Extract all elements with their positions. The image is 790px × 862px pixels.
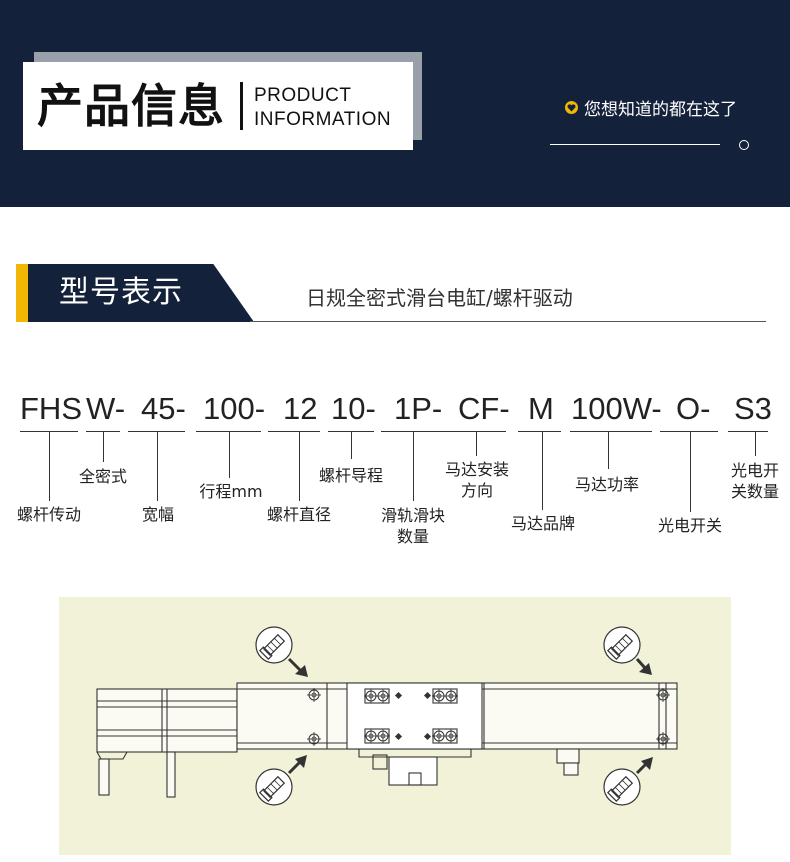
leader-line (351, 431, 352, 459)
section-rule (250, 321, 766, 322)
code-underline (570, 431, 652, 432)
code-segment: 1P- (394, 391, 443, 426)
code-underline (660, 431, 718, 432)
label-slider-count: 滑轨滑块 数量 (381, 505, 445, 547)
motor-body (96, 688, 238, 798)
section-title-tab (28, 264, 254, 322)
label-motor-direction-line2: 方向 (460, 481, 494, 500)
code-segment: 100- (203, 391, 266, 426)
label-screw-diameter: 螺杆直径 (266, 505, 332, 524)
code-segment: M (528, 391, 554, 426)
leader-line (755, 431, 756, 456)
label-enclosed: 全密式 (78, 467, 128, 486)
code-segment: 12 (283, 391, 318, 426)
code-segment: W- (86, 391, 126, 426)
actuator-drawing-svg (96, 626, 678, 806)
leader-line (299, 431, 300, 501)
leader-line (413, 431, 414, 501)
section-title: 型号表示 (59, 275, 183, 310)
code-segment: 45- (141, 391, 186, 426)
code-underline (518, 431, 561, 432)
banner-title-cn: 产品信息 (37, 79, 225, 133)
leader-line (229, 431, 230, 478)
banner-title-en-line2: INFORMATION (254, 109, 392, 130)
leader-line (608, 431, 609, 469)
leader-line (157, 431, 158, 501)
code-underline (444, 431, 506, 432)
circle-icon (739, 140, 749, 150)
banner-title-en-line1: PRODUCT (254, 85, 352, 106)
label-screw-drive: 螺杆传动 (16, 505, 82, 524)
code-underline (196, 431, 261, 432)
actuator-drawing (59, 597, 731, 855)
heart-icon (565, 101, 578, 114)
label-photo-switch: 光电开关 (657, 516, 723, 535)
code-segment: CF- (458, 391, 510, 426)
leader-line (103, 431, 104, 462)
section-accent-bar (16, 264, 28, 322)
code-segment: 100W- (571, 391, 662, 426)
carriage-bolts (363, 688, 459, 744)
code-segment: 10- (331, 391, 376, 426)
leader-line (476, 431, 477, 456)
code-underline (728, 431, 768, 432)
label-motor-direction: 马达安装 方向 (445, 459, 509, 501)
leader-line (690, 431, 691, 512)
code-segment: O- (676, 391, 711, 426)
code-underline (128, 431, 185, 432)
carriage (346, 682, 483, 786)
label-motor-brand: 马达品牌 (510, 514, 576, 533)
label-switch-count-line2: 关数量 (730, 482, 780, 501)
header-banner: 产品信息 PRODUCT INFORMATION 您想知道的都在这了 (0, 0, 790, 207)
label-slider-count-line2: 数量 (396, 527, 430, 546)
title-card: 产品信息 PRODUCT INFORMATION (23, 62, 413, 150)
model-code: FHS W- 45- 100- 12 10- 1P- CF- M 100W- O… (0, 390, 790, 430)
section-subtitle: 日规全密式滑台电缸/螺杆驱动 (306, 286, 573, 310)
banner-title-en: PRODUCT INFORMATION (254, 84, 391, 132)
banner-tagline-text: 您想知道的都在这了 (584, 100, 737, 120)
banner-tagline: 您想知道的都在这了 (565, 95, 737, 120)
label-switch-count: 光电开 关数量 (731, 460, 779, 502)
code-underline (268, 431, 320, 432)
banner-rule (550, 144, 720, 145)
leader-line (49, 431, 50, 501)
label-slider-count-line1: 滑轨滑块 (380, 506, 446, 525)
code-segment: S3 (734, 391, 772, 426)
label-switch-count-line1: 光电开 (730, 461, 780, 480)
label-motor-power: 马达功率 (574, 475, 640, 494)
title-divider (240, 82, 243, 130)
code-segment: FHS (20, 391, 82, 426)
label-width: 宽幅 (141, 505, 175, 524)
label-motor-direction-line1: 马达安装 (444, 460, 510, 479)
label-screw-lead: 螺杆导程 (318, 466, 384, 485)
label-stroke: 行程mm (199, 482, 263, 501)
leader-line (542, 431, 543, 510)
